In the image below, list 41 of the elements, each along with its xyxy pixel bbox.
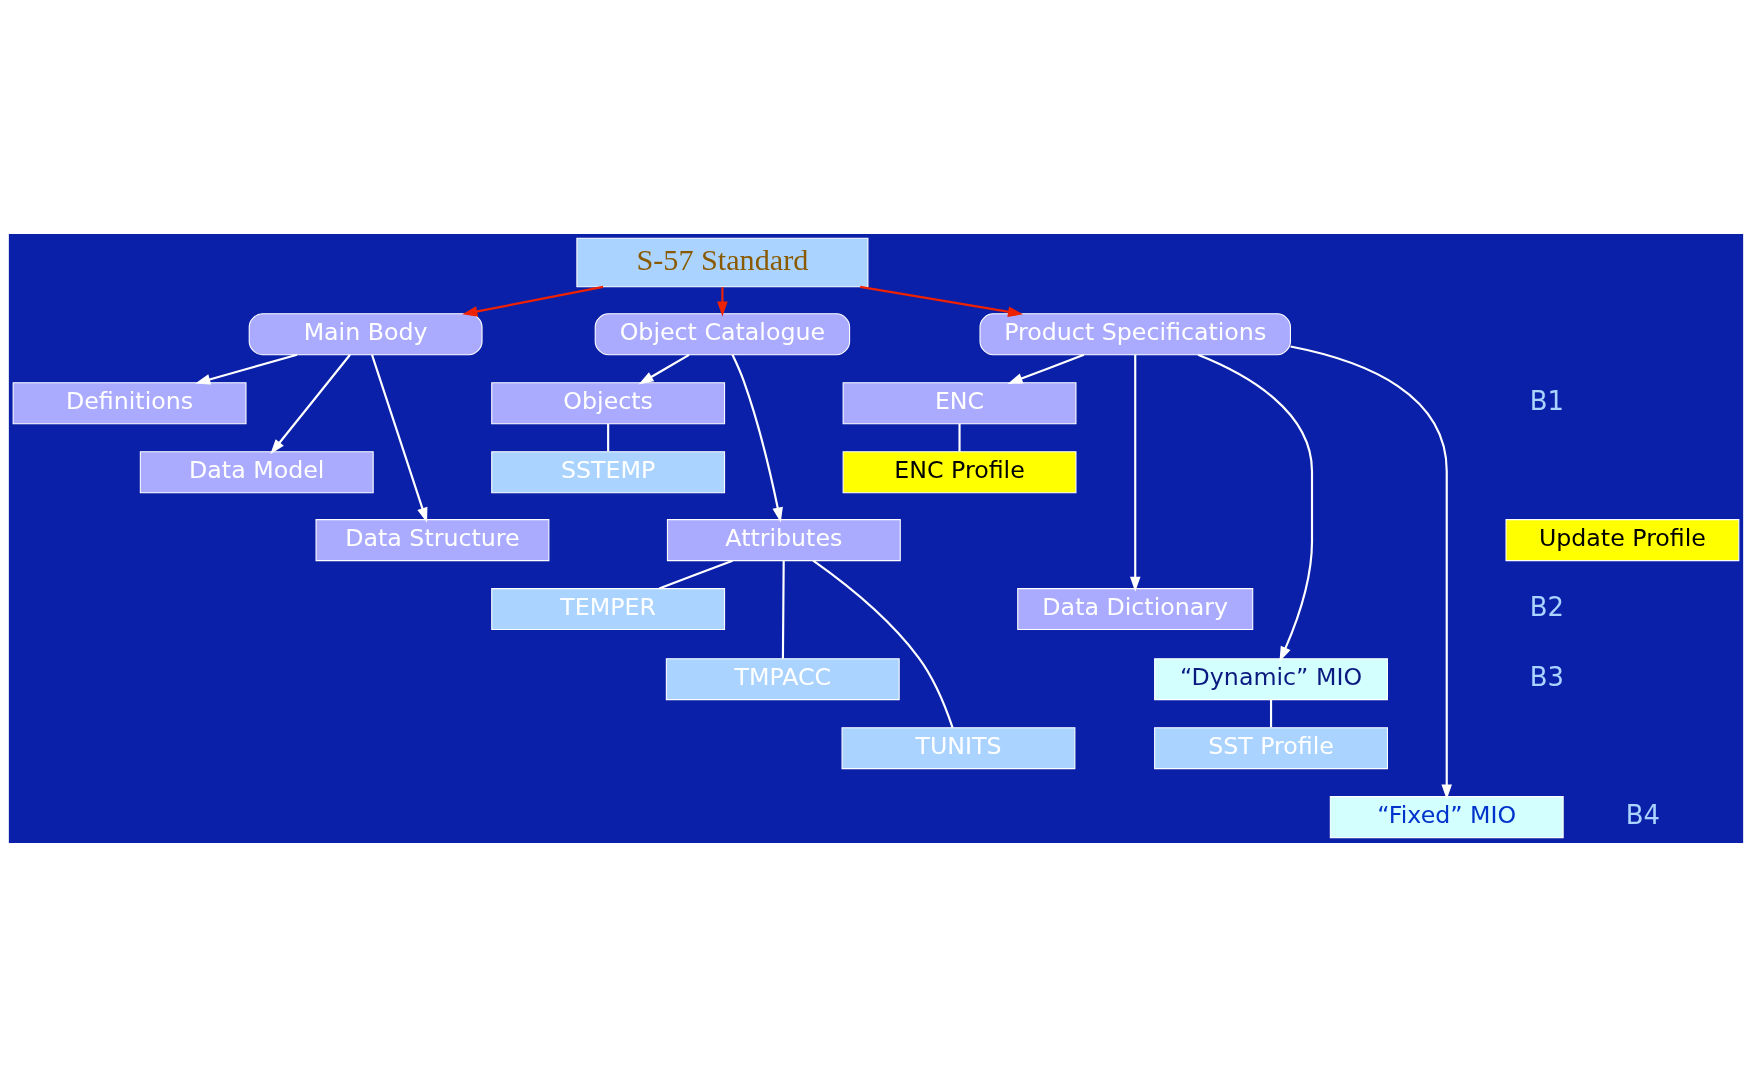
node-box: Objects xyxy=(491,382,726,425)
connector xyxy=(607,424,610,452)
arrow xyxy=(462,285,604,317)
node-box: SSTEMP xyxy=(491,451,726,494)
node-box: “Fixed” MIO xyxy=(1329,796,1564,839)
connector xyxy=(781,560,785,659)
arrow xyxy=(638,353,690,385)
connector xyxy=(658,559,733,590)
arrow xyxy=(1197,353,1314,662)
arrow xyxy=(1290,345,1453,800)
connector xyxy=(1269,699,1273,728)
node-box: Definitions xyxy=(12,382,247,425)
arrow xyxy=(860,285,1024,317)
node-box: TUNITS xyxy=(841,727,1076,770)
node-box: Data Structure xyxy=(315,519,550,562)
node-box: Product Specifications xyxy=(979,313,1291,356)
arrow xyxy=(1007,353,1085,384)
arrow xyxy=(270,354,351,455)
node-box: S-57 Standard xyxy=(576,237,869,288)
node-box: Main Body xyxy=(248,313,483,356)
node-box: Object Catalogue xyxy=(594,313,851,356)
node-box: Update Profile xyxy=(1505,519,1740,562)
node-box: SST Profile xyxy=(1154,727,1388,770)
node-box: “Dynamic” MIO xyxy=(1154,658,1388,701)
label: B3 xyxy=(1529,661,1565,692)
arrow xyxy=(371,354,428,523)
arrow xyxy=(195,353,298,385)
connector xyxy=(812,559,954,728)
node-box: ENC xyxy=(842,382,1077,425)
arrow xyxy=(1129,354,1141,592)
label: B4 xyxy=(1625,799,1661,830)
label: B2 xyxy=(1529,591,1565,622)
node-box: ENC Profile xyxy=(842,451,1077,494)
node-box: TEMPER xyxy=(491,588,726,631)
node-box: TMPACC xyxy=(665,658,900,701)
connector xyxy=(958,424,961,452)
node-box: Data Model xyxy=(139,451,374,494)
label: B1 xyxy=(1529,385,1565,416)
node-box: Data Dictionary xyxy=(1017,588,1254,631)
node-box: Attributes xyxy=(666,519,901,562)
arrow xyxy=(731,354,783,523)
